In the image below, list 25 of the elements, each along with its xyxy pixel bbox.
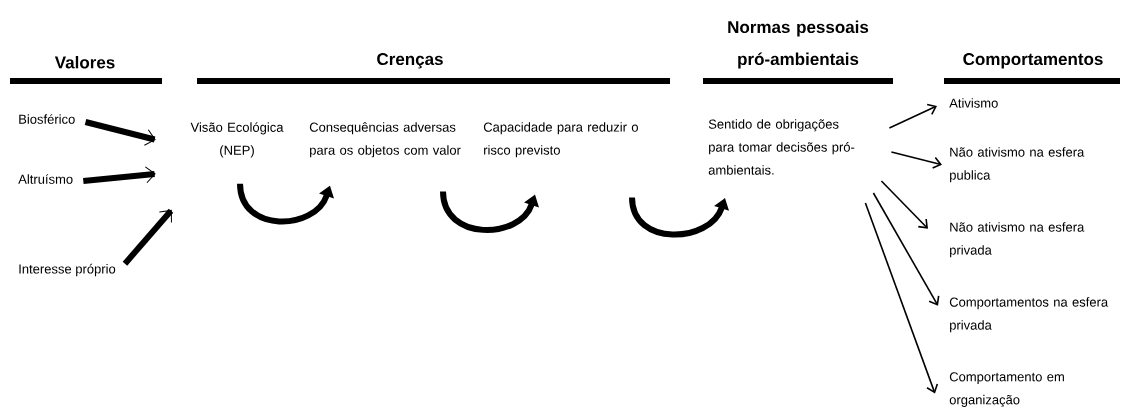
- node-text: Consequências adversas para os objetos com valor: [309, 122, 461, 158]
- node-text: Visão Ecológica (NEP): [190, 122, 284, 158]
- column-heading: Comportamentos: [963, 53, 1103, 69]
- column-heading: Valores: [54, 56, 115, 69]
- column-heading: Normas pessoais pró-ambientais: [728, 20, 869, 69]
- arrow: [888, 103, 937, 129]
- node-text: Biosférico: [19, 114, 75, 124]
- arrow: [122, 208, 174, 266]
- arrow: [872, 192, 940, 306]
- node-text: Comportamento em organização: [949, 372, 1064, 408]
- node-text: Altruísmo: [18, 174, 73, 184]
- column-heading: Crenças: [377, 53, 443, 69]
- arrow: [84, 119, 156, 146]
- arrow: [880, 180, 928, 229]
- node-text: Não ativismo na esfera privada: [950, 222, 1085, 258]
- curved-arrow: [440, 191, 539, 233]
- node-text: Ativismo: [949, 98, 998, 108]
- node-text: Não ativismo na esfera publica: [950, 147, 1085, 183]
- node-text: Interesse próprio: [19, 263, 116, 277]
- node-text: Capacidade para reduzir o risco previsto: [483, 122, 638, 158]
- node-text: Comportamentos na esfera privada: [949, 297, 1109, 333]
- arrow: [864, 202, 939, 394]
- arrow: [890, 151, 942, 169]
- arrow: [83, 166, 156, 184]
- node-text: Sentido de obrigações para tomar decisões pró-ambientais.: [708, 119, 855, 175]
